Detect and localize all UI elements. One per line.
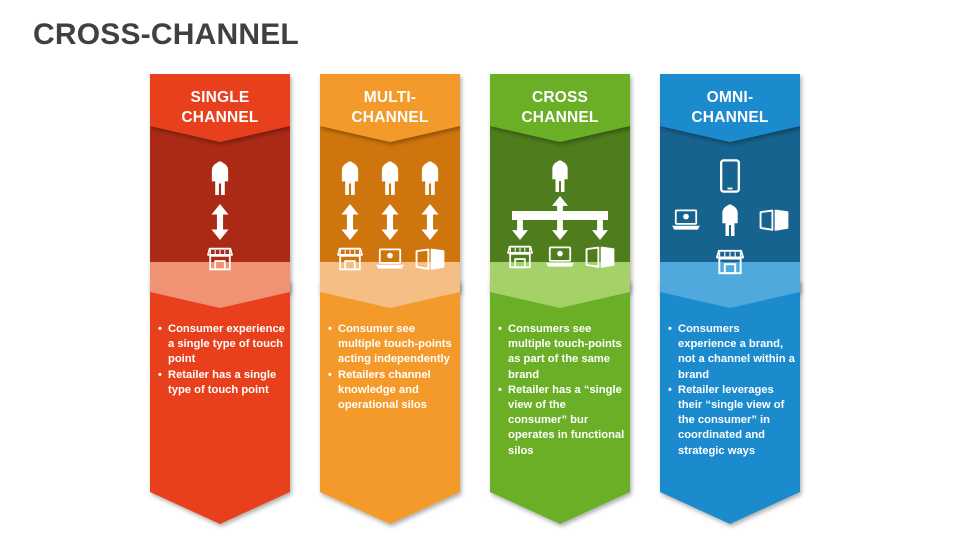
column-bottom-panel <box>660 280 800 524</box>
bullet-item: • Consumer see multiple touch-points act… <box>328 322 456 368</box>
column-header-shape <box>660 74 800 142</box>
column-bottom-panel <box>150 280 290 524</box>
bullet-item: • Consumers see multiple touch-points as… <box>498 322 626 383</box>
bullet-text: Consumers see multiple touch-points as p… <box>508 323 622 381</box>
double-arrow-icon <box>421 204 439 240</box>
column-accent-band <box>320 262 460 308</box>
shop-icon <box>507 245 533 269</box>
laptop-icon <box>376 248 404 269</box>
column-header-shape <box>320 74 460 142</box>
laptop-icon <box>546 246 574 267</box>
bullet-marker: • <box>158 323 162 335</box>
column-shape <box>320 74 460 524</box>
catalog-icon <box>759 209 789 231</box>
bullet-marker: • <box>668 323 672 335</box>
channel-column-multi-channel[interactable]: MULTI- CHANNEL <box>320 74 460 524</box>
column-bottom-panel <box>320 280 460 524</box>
bullet-item: • Consumers experience a brand, not a ch… <box>668 322 796 383</box>
column-bottom-panel <box>490 280 630 524</box>
column-bullet-list: • Consumer experience a single type of t… <box>158 322 286 398</box>
column-accent-band <box>660 262 800 308</box>
bullet-marker: • <box>328 323 332 335</box>
channel-column-single-channel[interactable]: SINGLE CHANNEL • Consumer experience a s… <box>150 74 290 524</box>
column-icon-stage <box>660 156 800 288</box>
column-shape <box>150 74 290 524</box>
bullet-marker: • <box>498 383 502 396</box>
bullet-item: • Consumer experience a single type of t… <box>158 322 286 368</box>
column-icon-stage <box>490 156 630 288</box>
bullet-text: Retailer has a “single view of the consu… <box>508 383 625 457</box>
person-icon <box>341 161 359 195</box>
bullet-text: Consumer see multiple touch-points actin… <box>338 323 452 366</box>
bullet-item: • Retailer has a single type of touch po… <box>158 368 286 398</box>
phone-icon <box>720 159 740 193</box>
column-icon-stage <box>320 156 460 288</box>
column-shape <box>490 74 630 524</box>
bullet-item: • Retailer has a “single view of the con… <box>498 383 626 459</box>
column-shape <box>660 74 800 524</box>
bullet-text: Retailer leverages their “single view of… <box>678 383 785 457</box>
column-bullet-list: • Consumers see multiple touch-points as… <box>498 322 626 459</box>
shop-icon <box>716 249 744 275</box>
bullet-text: Retailers channel knowledge and operatio… <box>338 368 431 412</box>
bullet-text: Consumer experience a single type of tou… <box>168 323 285 366</box>
person-icon <box>722 204 738 236</box>
double-arrow-icon <box>211 204 229 240</box>
bullet-text: Retailer has a single type of touch poin… <box>168 368 277 396</box>
person-icon <box>552 160 568 192</box>
person-icon <box>381 161 399 195</box>
column-accent-band <box>490 262 630 308</box>
double-arrow-icon <box>381 204 399 240</box>
shop-icon <box>207 247 233 271</box>
bullet-marker: • <box>158 368 162 381</box>
column-bullet-list: • Consumer see multiple touch-points act… <box>328 322 456 413</box>
channel-column-cross-channel[interactable]: CROSS CHANNEL • Consumers see multiple t… <box>490 74 630 524</box>
shop-icon <box>337 247 363 271</box>
column-bullet-list: • Consumers experience a brand, not a ch… <box>668 322 796 459</box>
column-header-shape <box>150 74 290 142</box>
laptop-icon <box>672 209 700 230</box>
bullet-marker: • <box>498 323 502 335</box>
bullet-item: • Retailers channel knowledge and operat… <box>328 368 456 414</box>
person-icon <box>211 161 229 195</box>
person-icon <box>421 161 439 195</box>
slide-title: CROSS-CHANNEL <box>33 18 299 51</box>
double-arrow-icon <box>341 204 359 240</box>
catalog-icon <box>585 246 615 268</box>
column-icon-stage <box>150 156 290 288</box>
bullet-marker: • <box>328 368 332 381</box>
column-header-shape <box>490 74 630 142</box>
bullet-item: • Retailer leverages their “single view … <box>668 383 796 459</box>
bullet-text: Consumers experience a brand, not a chan… <box>678 323 795 381</box>
catalog-icon <box>415 248 445 270</box>
channel-column-omni-channel[interactable]: OMNI- CHANNEL • Consumers experience a b… <box>660 74 800 524</box>
bullet-marker: • <box>668 383 672 396</box>
column-accent-band <box>150 262 290 308</box>
